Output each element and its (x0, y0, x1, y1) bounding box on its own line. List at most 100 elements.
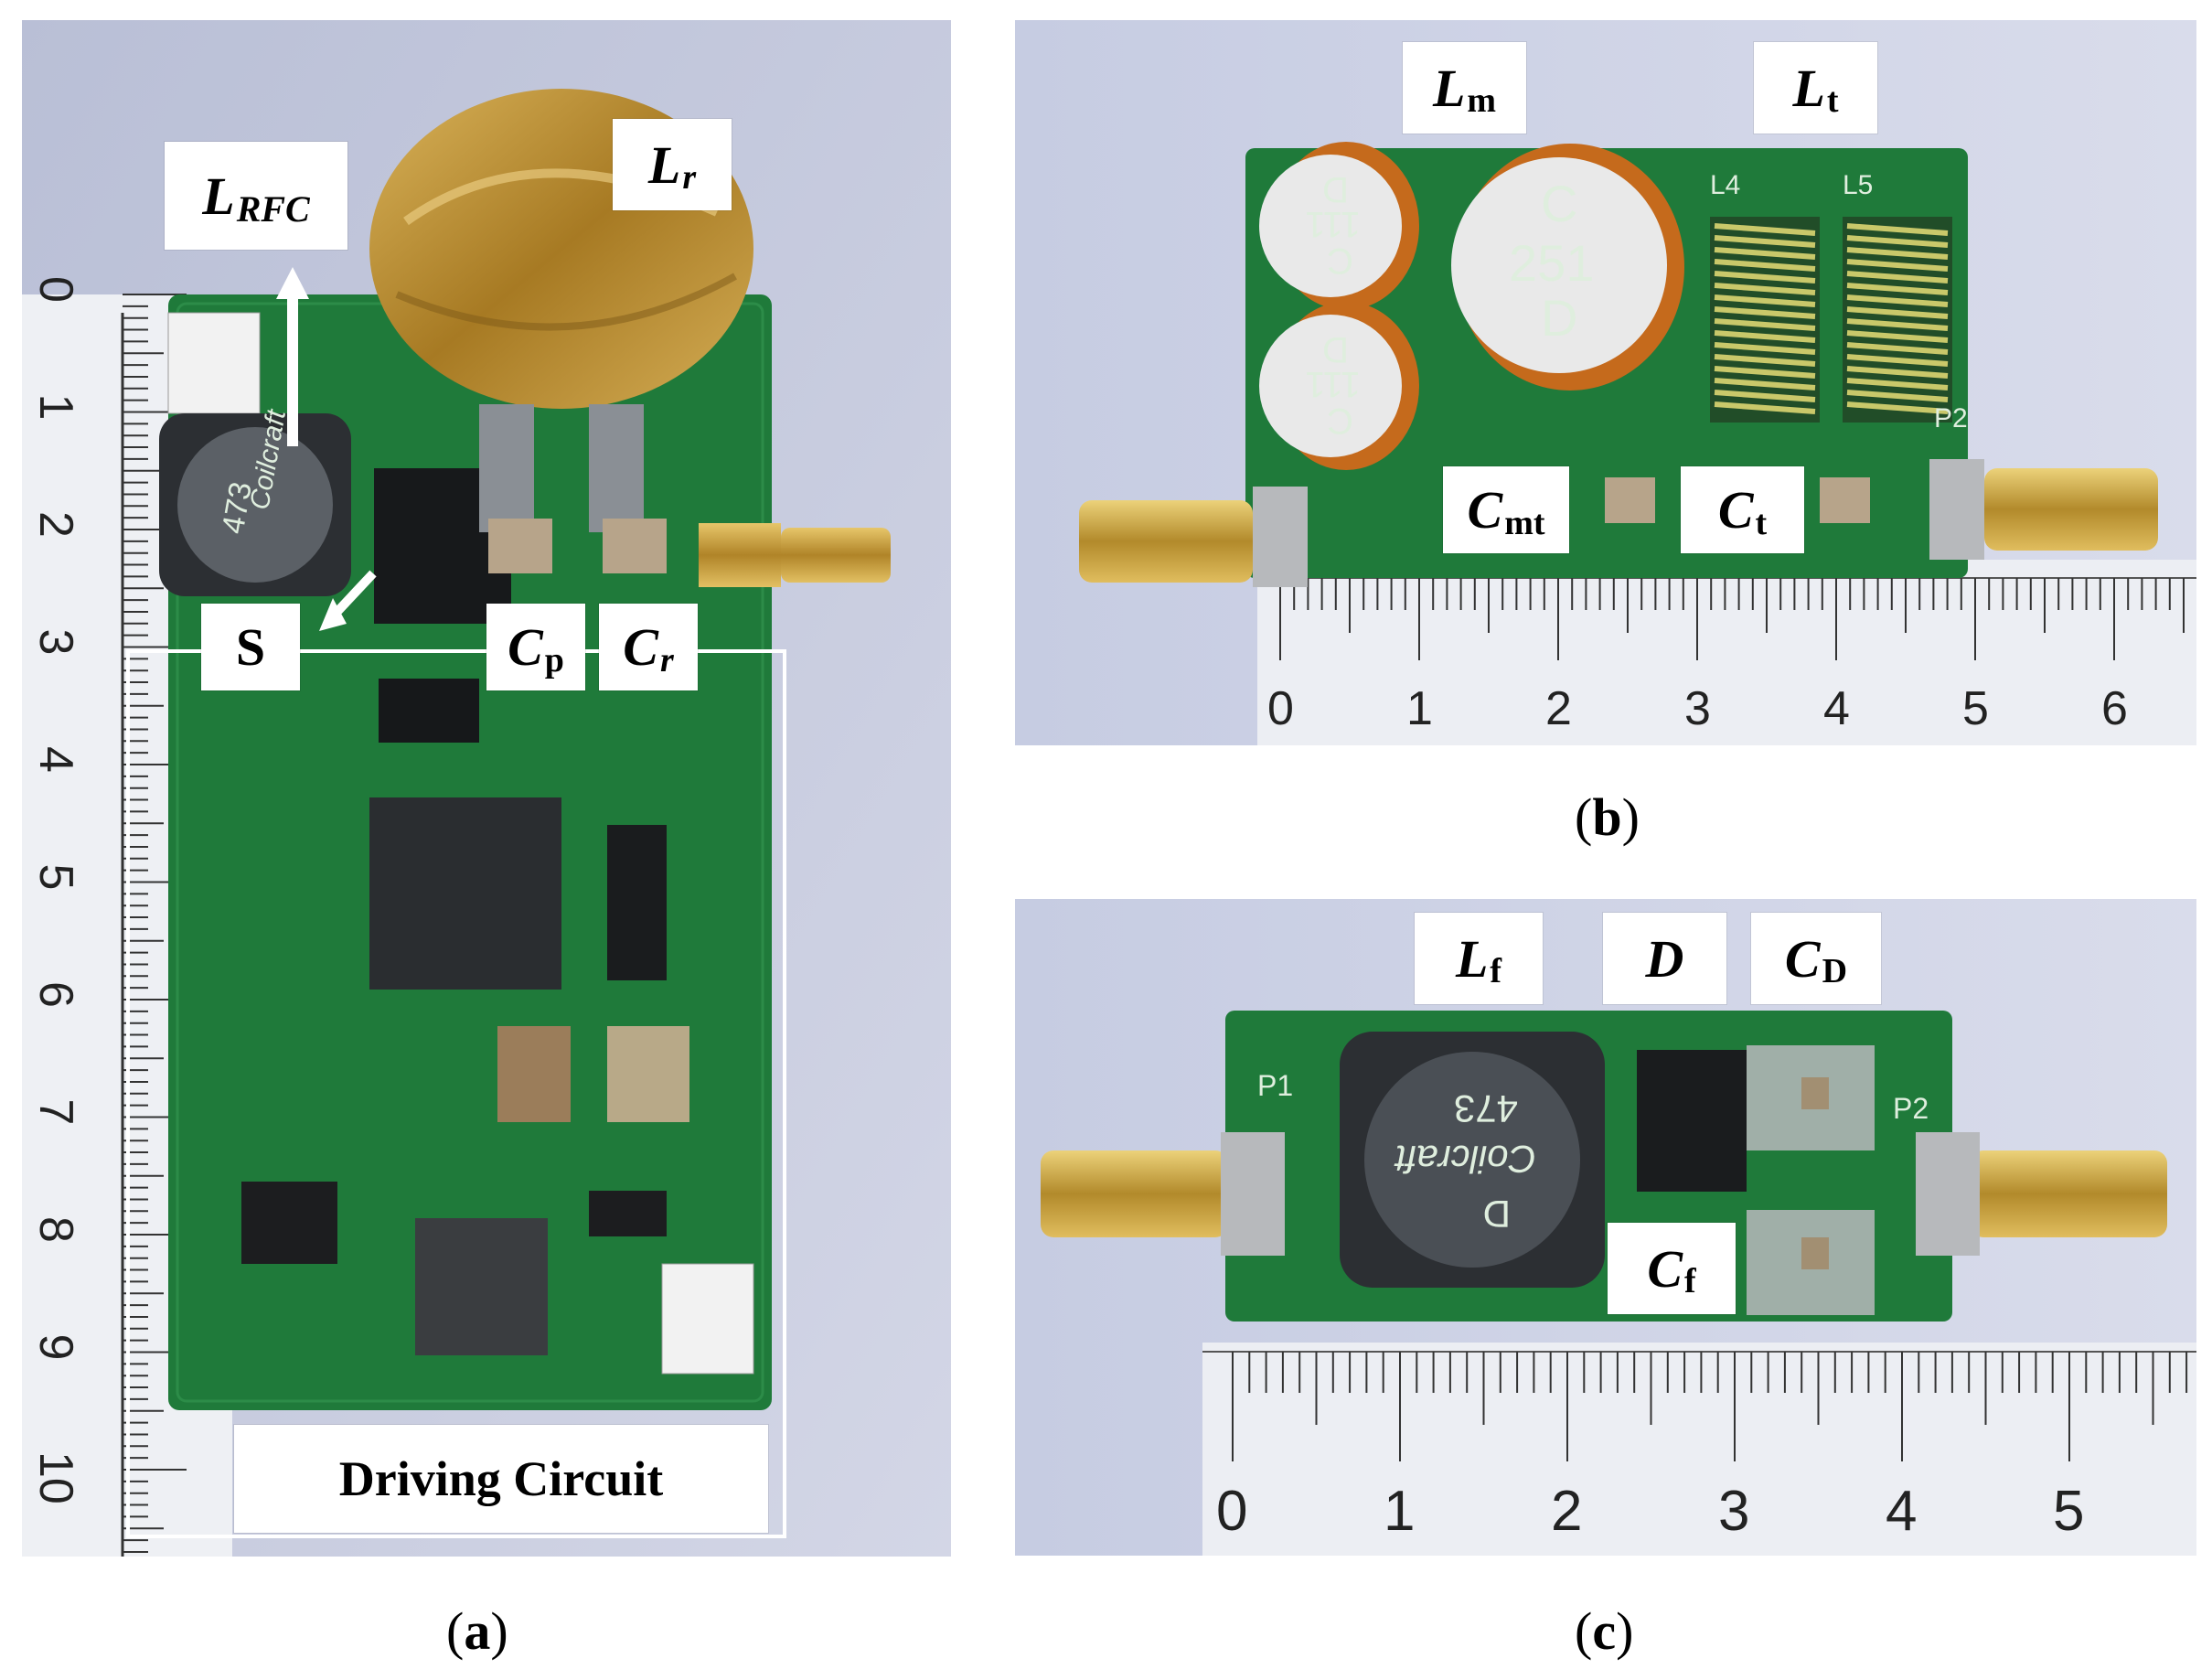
cp-capacitor (488, 519, 552, 573)
label-driving-circuit-text: Driving Circuit (338, 1451, 664, 1506)
ruler-number: 0 (29, 276, 82, 303)
caption-b-open: ( (1575, 787, 1593, 847)
caption-c: (c) (1575, 1600, 1633, 1662)
coil-turn (1846, 247, 1949, 260)
coil-turn (1714, 294, 1816, 307)
svg-text:D: D (1322, 169, 1349, 209)
ruler-number: 2 (29, 511, 82, 538)
svg-text:C: C (1327, 401, 1353, 441)
svg-text:C: C (1327, 241, 1353, 281)
label-c-d-sub: D (1822, 952, 1848, 990)
svg-text:Coilcraft: Coilcraft (1394, 1138, 1536, 1181)
cr-capacitor (603, 519, 667, 573)
ruler-number: 10 (29, 1451, 82, 1504)
ruler-number: 5 (29, 864, 82, 891)
coil-turn (1846, 235, 1949, 248)
coil-turn (1714, 318, 1816, 331)
x2-crystal (607, 1026, 689, 1122)
coil-turn (1714, 401, 1816, 414)
svg-text:P2: P2 (1934, 403, 1968, 433)
lt-coil-l5 (1843, 217, 1952, 423)
coil-turn (1714, 306, 1816, 319)
label-driving-circuit: Driving Circuit (234, 1425, 768, 1533)
sma-connector-b-left (1079, 500, 1253, 583)
label-c-f-main: C (1647, 1238, 1683, 1299)
ruler-number: 0 (1267, 682, 1294, 735)
label-l-r-sub: r (682, 158, 697, 197)
ruler-number: 3 (1718, 1480, 1749, 1543)
label-c-r-main: C (623, 617, 658, 677)
ruler-number: 6 (29, 981, 82, 1008)
ruler-number: 4 (1886, 1480, 1917, 1543)
label-l-rfc-sub: RFC (236, 187, 310, 230)
label-l-t-sub: t (1826, 81, 1839, 120)
coil-turn (1846, 223, 1949, 236)
label-d-text: D (1645, 928, 1684, 989)
svg-text:D: D (1322, 329, 1349, 369)
coil-turn (1714, 259, 1816, 272)
ruler-number: 4 (1823, 682, 1850, 735)
ruler-number: 2 (1551, 1480, 1582, 1543)
cf-capacitor (1801, 1237, 1829, 1269)
svg-text:P1: P1 (1257, 1069, 1293, 1102)
svg-text:111: 111 (1305, 364, 1361, 404)
label-l-m-sub: m (1467, 81, 1497, 120)
ruler-number: 6 (2101, 682, 2128, 735)
label-l-t-main: L (1792, 58, 1825, 118)
coil-turn (1714, 354, 1816, 367)
ruler-number: 3 (29, 629, 82, 656)
s-arrow (329, 570, 377, 620)
coil-turn (1846, 271, 1949, 284)
coil-turn (1846, 401, 1949, 414)
ruler-number: 3 (1684, 682, 1711, 735)
coil-turn (1714, 223, 1816, 236)
svg-text:111: 111 (1305, 204, 1361, 244)
label-c-f-sub: f (1684, 1262, 1696, 1300)
driving-circuit-outline (126, 649, 786, 1538)
lm-inductor-top: C 111 D (1259, 142, 1419, 310)
coil-turn (1846, 390, 1949, 402)
coil-turn (1846, 306, 1949, 319)
label-l-m-main: L (1432, 58, 1466, 118)
caption-c-letter: c (1592, 1601, 1617, 1661)
d-diode (1637, 1050, 1747, 1192)
u2-chip (241, 1182, 337, 1264)
d1-diode (589, 1191, 667, 1236)
pcb-photo-a: 473 Coilcraft (22, 20, 951, 1557)
caption-b-close: ) (1621, 787, 1640, 847)
coil-turn (1846, 342, 1949, 355)
svg-text:P2: P2 (1893, 1092, 1929, 1125)
label-c-p-sub: p (544, 640, 564, 679)
ruler-number: 1 (1406, 682, 1433, 735)
caption-b-letter: b (1592, 787, 1622, 847)
ruler-number: 5 (2053, 1480, 2084, 1543)
ruler-number: 1 (29, 394, 82, 421)
label-c-d-main: C (1784, 928, 1821, 989)
ruler-number: 5 (1962, 682, 1989, 735)
u1-regulator (415, 1218, 548, 1355)
cmt-capacitor (1605, 477, 1655, 523)
c251-inductor: C 251 D (1451, 144, 1684, 391)
coil-turn (1714, 366, 1816, 379)
coil-turn (1846, 318, 1949, 331)
label-c-mt-main: C (1467, 480, 1503, 540)
label-d: D (1603, 913, 1726, 1004)
coil-turn (1714, 330, 1816, 343)
cd-capacitor (1801, 1077, 1829, 1109)
label-c-t-main: C (1717, 480, 1754, 540)
u3-mcu (369, 797, 561, 990)
ruler-c (1202, 1343, 2196, 1556)
